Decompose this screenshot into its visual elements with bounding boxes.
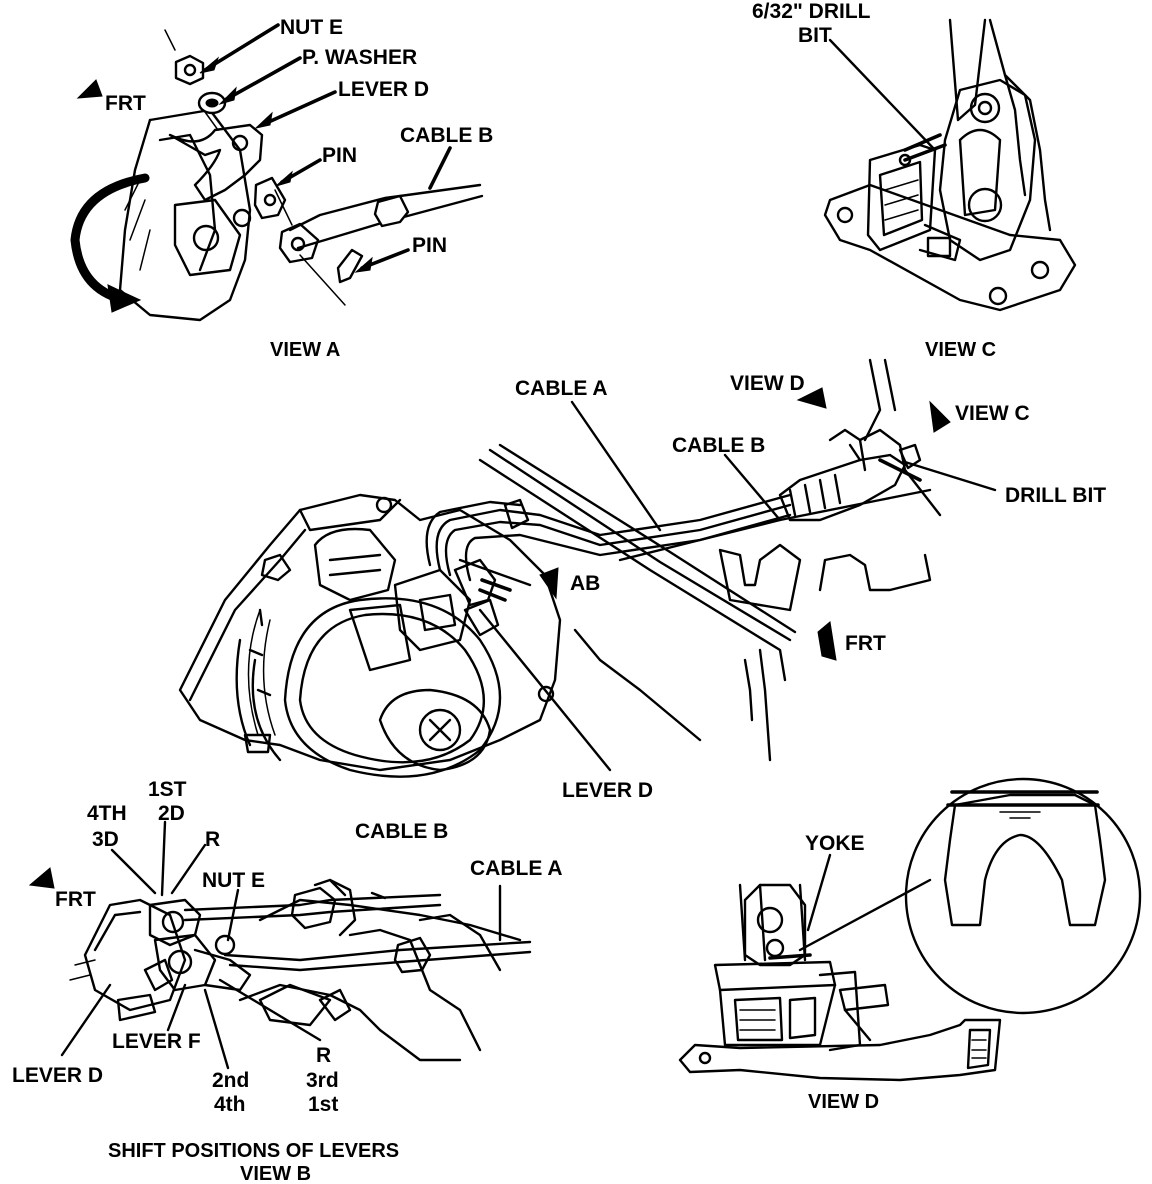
- view-a-leader-lines: [199, 23, 452, 273]
- transaxle-illustration: [178, 493, 562, 778]
- view-c-leader-line: [828, 38, 937, 152]
- label-cable-a-main: CABLE A: [515, 377, 608, 400]
- label-drill-bit-size-line2: BIT: [798, 24, 832, 47]
- label-cable-b-view-b: CABLE B: [355, 820, 448, 843]
- cable-routing: [425, 358, 942, 762]
- label-pos-r-upper: R: [205, 828, 220, 851]
- label-frt-view-a: FRT: [105, 92, 146, 115]
- label-view-d-ref: VIEW D: [730, 372, 805, 395]
- label-lever-f: LEVER F: [112, 1030, 201, 1053]
- label-cable-b-main: CABLE B: [672, 434, 765, 457]
- view-b-illustration: [69, 878, 532, 1062]
- label-pos-4th-lower: 4th: [214, 1093, 246, 1116]
- label-ab-ref: AB: [570, 572, 600, 595]
- label-p-washer: P. WASHER: [302, 46, 417, 69]
- label-drill-bit-size-line1: 6/32" DRILL: [752, 0, 871, 23]
- label-nut-e-view-b: NUT E: [202, 869, 265, 892]
- label-drill-bit: DRILL BIT: [1005, 484, 1106, 507]
- view-b-leader-lines: [60, 820, 502, 1070]
- label-pos-1st: 1ST: [148, 778, 187, 801]
- frt-arrow-view-a: [76, 79, 103, 99]
- view-c-illustration: [823, 18, 1077, 312]
- view-a-illustration: [70, 29, 484, 322]
- caption-view-b-line2: VIEW B: [240, 1163, 311, 1184]
- caption-view-c: VIEW C: [925, 339, 996, 361]
- label-lever-d-main: LEVER D: [562, 779, 653, 802]
- frt-arrow-view-b: [28, 867, 55, 889]
- label-pos-1st-lower: 1st: [308, 1093, 338, 1116]
- label-pos-2nd: 2nd: [212, 1069, 249, 1092]
- label-pin-upper: PIN: [322, 144, 357, 167]
- label-cable-b-view-a: CABLE B: [400, 124, 493, 147]
- label-lever-d-view-a: LEVER D: [338, 78, 429, 101]
- label-pos-4th: 4TH: [87, 802, 127, 825]
- label-frt-main: FRT: [845, 632, 886, 655]
- label-lever-d-view-b: LEVER D: [12, 1064, 103, 1087]
- label-yoke: YOKE: [805, 832, 865, 855]
- main-leader-lines: [458, 400, 997, 772]
- label-frt-view-b: FRT: [55, 888, 96, 911]
- caption-view-d: VIEW D: [808, 1091, 879, 1113]
- label-pos-3rd: 3rd: [306, 1069, 339, 1092]
- direction-arrows-main: [539, 387, 951, 661]
- view-d-illustration: [678, 777, 1142, 1082]
- label-pos-r-lower: R: [316, 1044, 331, 1067]
- label-pos-3d: 3D: [92, 828, 119, 851]
- caption-view-b-line1: SHIFT POSITIONS OF LEVERS: [108, 1140, 399, 1162]
- caption-view-a: VIEW A: [270, 339, 340, 361]
- label-pos-2d: 2D: [158, 802, 185, 825]
- label-cable-a-view-b: CABLE A: [470, 857, 563, 880]
- label-pin-lower: PIN: [412, 234, 447, 257]
- label-nut-e: NUT E: [280, 16, 343, 39]
- label-view-c-ref: VIEW C: [955, 402, 1030, 425]
